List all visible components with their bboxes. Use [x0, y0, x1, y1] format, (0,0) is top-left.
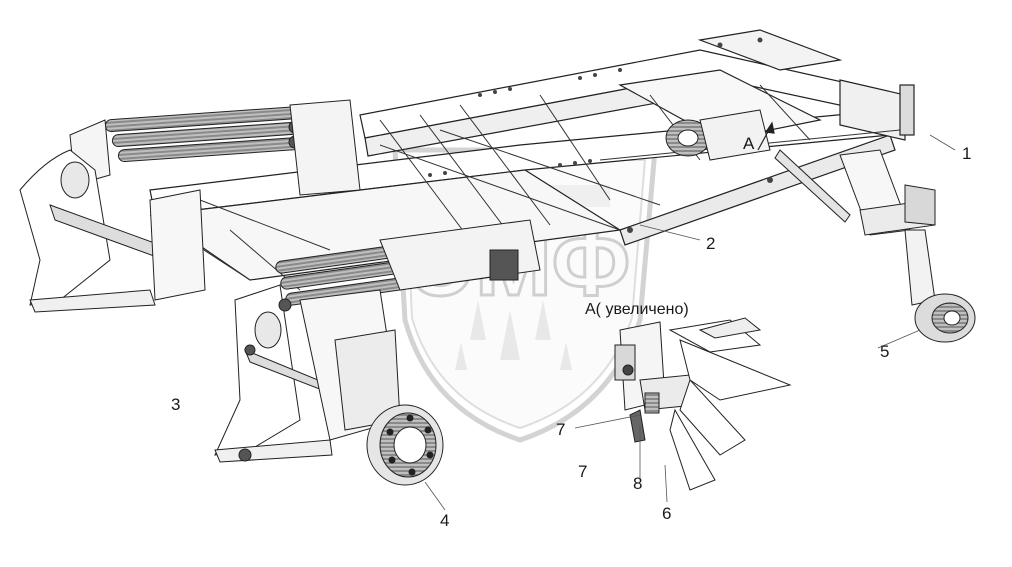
detail-view-label: А( увеличено): [585, 301, 689, 318]
lower-spring-assembly: [214, 219, 541, 463]
frame-holes: [428, 37, 773, 233]
callout-1: 1: [962, 144, 972, 163]
left-wheel-hub: [366, 404, 444, 486]
callout-7-lower: 7: [578, 462, 588, 481]
callout-7-upper: 7: [556, 420, 566, 439]
detail-a-arrow: [757, 121, 775, 151]
callout-2: 2: [706, 234, 716, 253]
detail-a-enlarged-view: [614, 317, 792, 491]
callout-4: 4: [440, 511, 450, 530]
callout-3: 3: [171, 395, 181, 414]
callout-8: 8: [633, 474, 643, 493]
callout-5: 5: [880, 342, 890, 361]
leader-lines: [424, 134, 956, 511]
rear-differential: [665, 109, 771, 161]
detail-a-marker: A: [743, 134, 755, 153]
upper-spring-assembly: [19, 99, 361, 313]
right-wheel-hub: [774, 149, 976, 343]
callout-6: 6: [662, 504, 672, 523]
